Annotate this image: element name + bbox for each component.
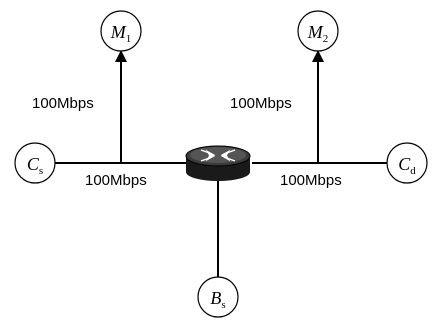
node-bs: Bs	[197, 276, 239, 318]
node-m1-label: M	[110, 22, 127, 42]
node-m2-label: M	[307, 22, 324, 42]
svg-text:Cd: Cd	[398, 154, 416, 177]
svg-text:Cs: Cs	[27, 154, 43, 177]
node-bs-subscript: s	[221, 299, 225, 311]
node-bs-label: B	[210, 288, 221, 308]
svg-text:M2: M2	[307, 22, 329, 45]
node-m1: M1	[100, 10, 142, 52]
node-m2: M2	[297, 10, 339, 52]
node-m2-subscript: 2	[323, 33, 329, 45]
node-cd: Cd	[386, 142, 428, 184]
bandwidth-label-left-horizontal: 100Mbps	[85, 172, 147, 189]
node-m1-subscript: 1	[126, 33, 132, 45]
node-cs-subscript: s	[39, 165, 43, 177]
node-cs-label: C	[27, 154, 40, 174]
bandwidth-label-left-vertical: 100Mbps	[32, 95, 94, 112]
node-cs: Cs	[14, 142, 56, 184]
node-cd-label: C	[398, 154, 411, 174]
node-cd-subscript: d	[410, 165, 416, 177]
svg-text:M1: M1	[110, 22, 132, 45]
router-icon	[185, 145, 251, 181]
svg-text:Bs: Bs	[210, 288, 225, 311]
bandwidth-label-right-vertical: 100Mbps	[230, 95, 292, 112]
bandwidth-label-right-horizontal: 100Mbps	[280, 172, 342, 189]
